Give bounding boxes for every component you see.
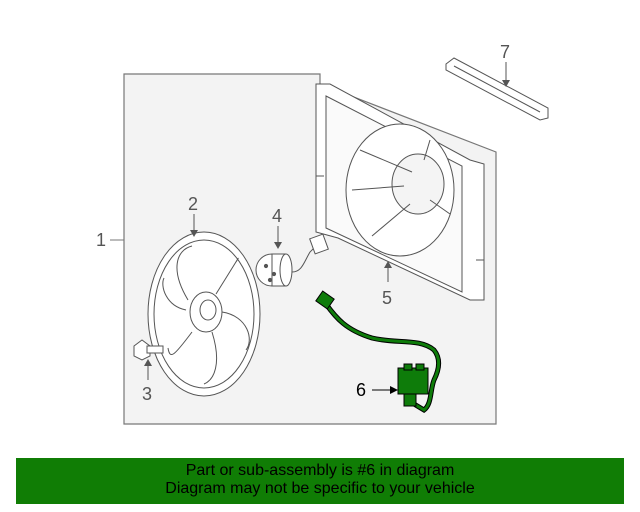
callout-1-label: 1	[96, 230, 106, 250]
callout-6-arrow	[390, 386, 398, 394]
callout-6-label: 6	[356, 380, 366, 400]
banner-line-2: Diagram may not be specific to your vehi…	[165, 480, 475, 497]
callout-4-label: 4	[272, 206, 282, 226]
banner-line-1: Part or sub-assembly is #6 in diagram	[185, 462, 455, 479]
motor-part	[255, 233, 329, 287]
info-banner: Part or sub-assembly is #6 in diagram Di…	[16, 458, 624, 504]
bracket-part	[445, 57, 549, 121]
callout-3-label: 3	[142, 384, 152, 404]
callout-7-arrow	[502, 80, 510, 87]
callout-3-arrow	[144, 359, 152, 366]
callout-7-label: 7	[500, 42, 510, 62]
callout-4-arrow	[274, 242, 282, 249]
resistor-harness-part	[315, 290, 442, 414]
callout-5-arrow	[384, 261, 392, 268]
callout-5-label: 5	[382, 288, 392, 308]
parts-diagram: 1 7 5 4	[96, 42, 549, 425]
callout-2-label: 2	[188, 194, 198, 214]
callout-2-arrow	[190, 230, 198, 237]
shroud-part	[315, 83, 485, 301]
bolt-part	[133, 339, 164, 361]
fan-part	[147, 231, 261, 397]
